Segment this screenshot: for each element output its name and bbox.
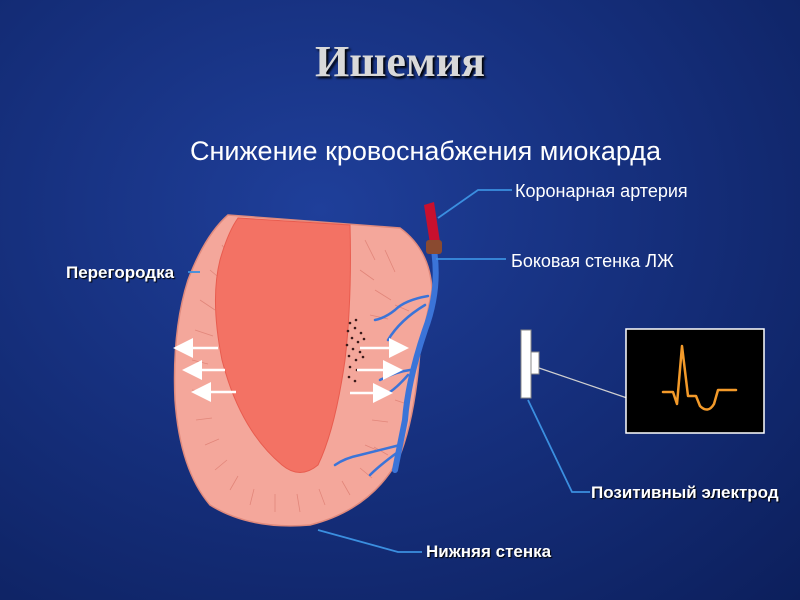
label-inferior-wall: Нижняя стенка — [426, 542, 552, 561]
electrode-icon — [520, 329, 540, 399]
label-septum: Перегородка — [66, 263, 175, 282]
leader-lines — [188, 189, 590, 553]
artery-occlusion — [426, 240, 442, 254]
septal-arrows — [173, 338, 236, 402]
label-coronary-artery: Коронарная артерия — [515, 181, 688, 201]
coronary-vessel — [392, 247, 439, 473]
electrode-cable — [538, 367, 628, 399]
ecg-monitor-icon — [625, 328, 765, 434]
slide-subtitle: Снижение кровоснабжения миокарда — [190, 136, 662, 166]
coronary-artery-segment — [424, 202, 440, 244]
lateral-arrows — [350, 338, 409, 403]
label-positive-electrode: Позитивный электрод — [591, 483, 779, 502]
label-lateral-wall: Боковая стенка ЛЖ — [511, 251, 674, 271]
slide-title: Ишемия — [314, 37, 486, 86]
